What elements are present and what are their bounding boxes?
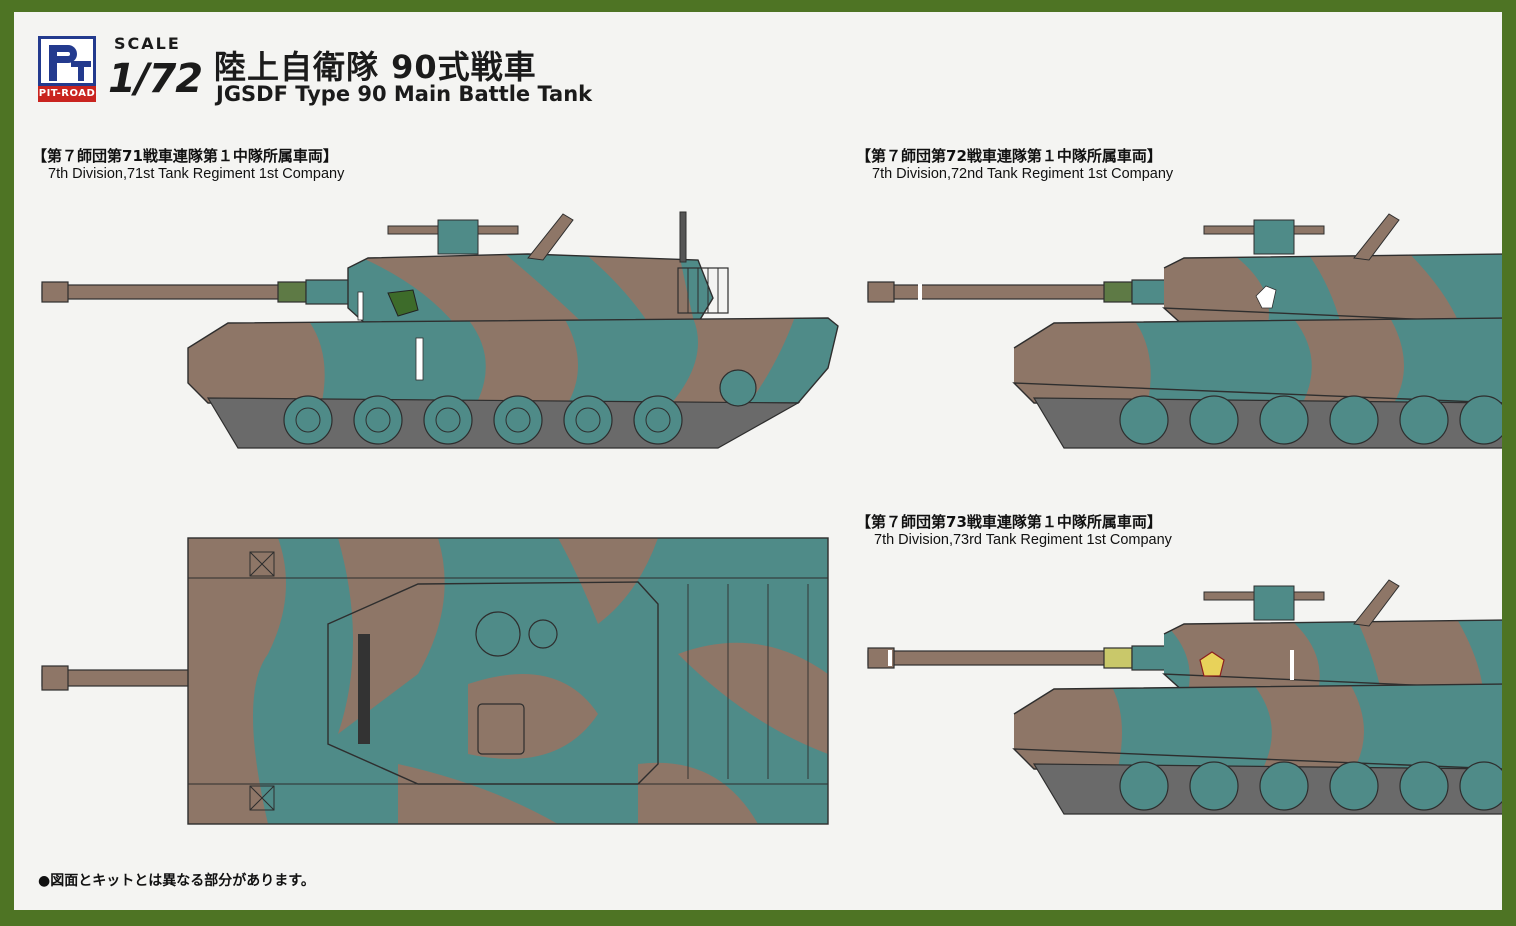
pit-road-logo-mark — [38, 36, 96, 86]
variant-3-caption-jp: 【第７師団第73戦車連隊第１中隊所属車両】 — [856, 513, 1162, 531]
variant-1-caption-en: 7th Division,71st Tank Regiment 1st Comp… — [48, 166, 345, 182]
pit-road-logo: PIT-ROAD — [38, 36, 96, 102]
tank-side-view-73rd — [867, 579, 1502, 815]
title-english: JGSDF Type 90 Main Battle Tank — [216, 82, 593, 106]
variant-2-caption-en: 7th Division,72nd Tank Regiment 1st Comp… — [872, 166, 1174, 182]
pit-road-logo-text: PIT-ROAD — [38, 86, 96, 102]
disclaimer-note: ●図面とキットとは異なる部分があります。 — [38, 873, 315, 889]
tank-side-view-71st — [41, 211, 839, 449]
tank-top-view — [41, 537, 829, 825]
scale-ratio: 1/72 — [108, 56, 203, 102]
variant-2-caption-jp: 【第７師団第72戦車連隊第１中隊所属車両】 — [856, 147, 1162, 165]
instruction-sheet: PIT-ROAD SCALE 1/72 陸上自衛隊 90式戦車 JGSDF Ty… — [14, 12, 1502, 910]
variant-3-caption-en: 7th Division,73rd Tank Regiment 1st Comp… — [874, 532, 1172, 548]
title-japanese: 陸上自衛隊 90式戦車 — [214, 48, 537, 86]
variant-1-caption-jp: 【第７師団第71戦車連隊第１中隊所属車両】 — [32, 147, 338, 165]
scale-label: SCALE — [114, 34, 181, 53]
tank-side-view-72nd — [867, 213, 1502, 449]
